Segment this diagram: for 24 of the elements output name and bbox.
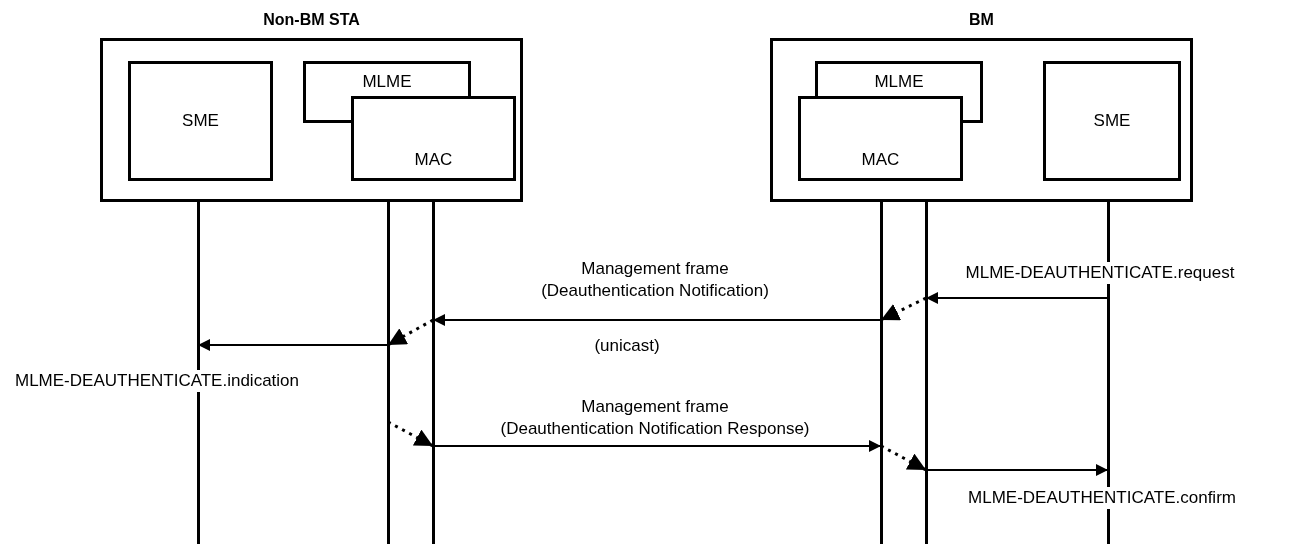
dotted-arrow [387,420,434,448]
message-arrow [432,440,882,452]
message-arrow [197,339,389,351]
layer-box: MAC [351,96,516,181]
message-arrow [925,292,1109,304]
layer-box: SME [128,61,273,181]
lifeline [924,202,928,544]
message-arrow [432,314,882,326]
lifeline [879,202,883,544]
entity-heading: BM [968,10,995,30]
edge-label: MLME-DEAUTHENTICATE.request [963,262,1237,284]
message-arrow [925,464,1109,476]
lifeline [386,202,390,544]
layer-box: MLME [303,61,471,96]
layer-box: SME [1043,61,1181,181]
entity-heading: Non-BM STA [262,10,361,30]
lifeline [431,202,435,544]
layer-box: MAC [798,96,963,181]
edge-label: MLME-DEAUTHENTICATE.confirm [966,487,1238,509]
dotted-arrow [880,296,927,322]
dotted-arrow [387,318,434,347]
dotted-arrow [880,444,927,472]
layer-box: MLME [815,61,983,96]
edge-label: MLME-DEAUTHENTICATE.indication [13,370,301,392]
